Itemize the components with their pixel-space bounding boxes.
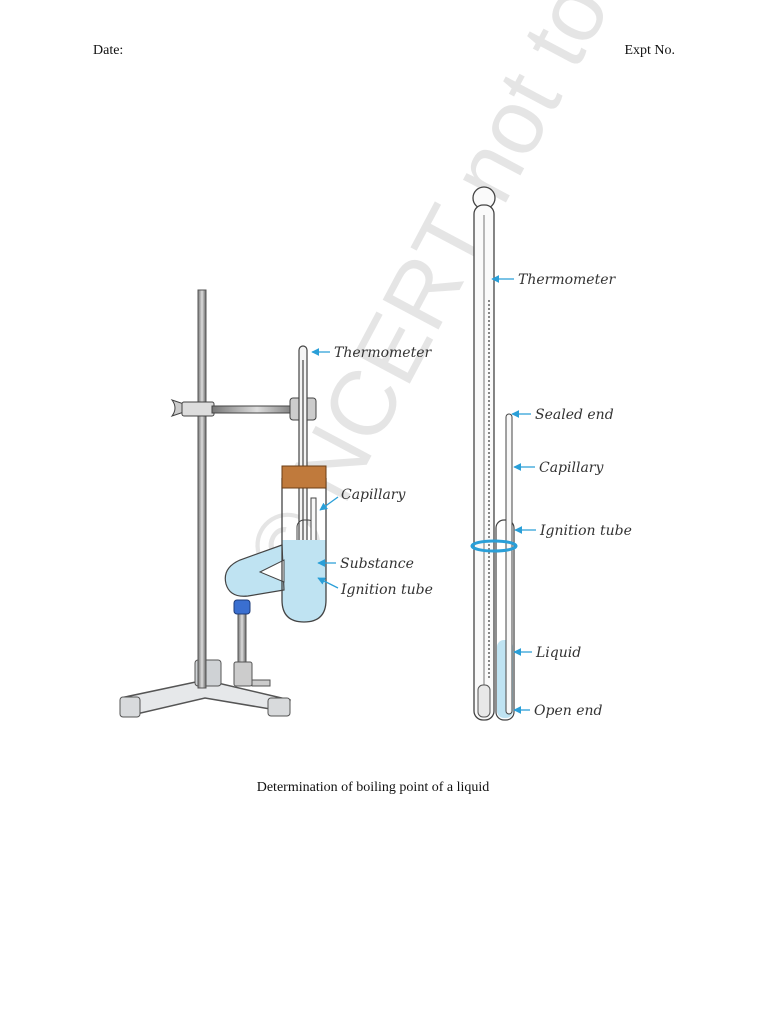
rubber-band [470,539,518,553]
svg-text:Thermometer: Thermometer [334,345,433,361]
stand-rod [197,289,207,689]
svg-text:Ignition tube: Ignition tube [539,523,632,539]
svg-text:Ignition tube: Ignition tube [340,582,433,598]
label-capillary-right: Capillary [513,460,604,476]
svg-text:© NCERT not to be republished: © NCERT not to be republished [228,0,768,599]
label-ignition-tube-left: Ignition tube [317,577,433,598]
svg-text:Capillary: Capillary [341,487,406,503]
date-label: Date: [93,43,124,58]
cork [281,465,327,489]
label-capillary-left: Capillary [319,487,406,511]
label-ignition-tube-right: Ignition tube [514,523,632,539]
label-thermometer-right: Thermometer [491,272,617,288]
right-apparatus: Thermometer Sealed end Capillary Ignitio… [470,186,632,721]
thermometer-large [472,186,496,721]
capillary-large [505,413,513,715]
label-thermometer-left: Thermometer [311,345,433,361]
left-apparatus: Thermometer Capillary Substance Ignition… [119,289,433,718]
svg-text:Open end: Open end [534,703,602,719]
watermark: © NCERT not to be republished [228,0,768,599]
svg-text:Liquid: Liquid [535,645,581,661]
label-substance: Substance [317,556,414,572]
figure-caption: Determination of boiling point of a liqu… [256,780,490,795]
svg-text:Thermometer: Thermometer [518,272,617,288]
thiele-tube [224,465,327,623]
svg-text:Sealed end: Sealed end [535,407,614,423]
label-liquid: Liquid [513,645,581,661]
expt-number-label: Expt No. [624,43,675,58]
burner [233,599,271,687]
label-sealed-end: Sealed end [511,407,614,423]
svg-text:Capillary: Capillary [539,460,604,476]
label-open-end: Open end [513,703,602,719]
clamp [170,397,317,421]
svg-text:Substance: Substance [340,556,414,572]
